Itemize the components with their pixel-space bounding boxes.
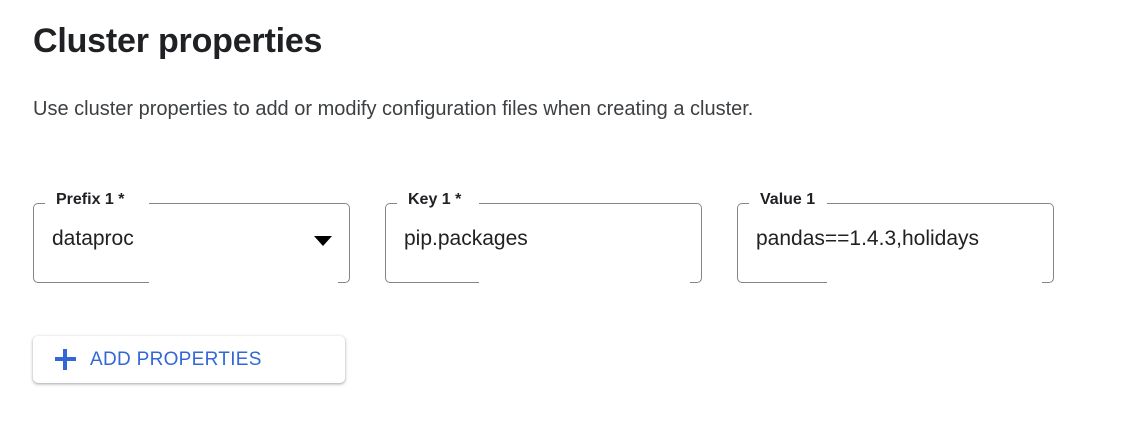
value-field-label: Value 1 — [755, 190, 821, 210]
outline-left-segment — [737, 203, 749, 283]
add-properties-button-label: ADD PROPERTIES — [90, 348, 262, 370]
page-description: Use cluster properties to add or modify … — [33, 98, 754, 120]
value-field-value[interactable]: pandas==1.4.3,holidays — [756, 227, 980, 250]
outline-left-segment — [33, 203, 45, 283]
prefix-field[interactable]: Prefix 1 * dataproc — [33, 190, 350, 283]
key-field[interactable]: Key 1 * pip.packages — [385, 190, 702, 283]
add-properties-button[interactable]: ADD PROPERTIES — [33, 336, 345, 383]
key-field-value[interactable]: pip.packages — [404, 227, 528, 250]
outline-left-segment — [385, 203, 397, 283]
chevron-down-icon[interactable] — [314, 236, 332, 246]
outline-right-segment — [338, 203, 350, 283]
prefix-field-label: Prefix 1 * — [51, 190, 130, 210]
properties-field-row: Prefix 1 * dataproc Key 1 * pip.packages… — [33, 190, 1054, 283]
outline-top-segment — [149, 203, 338, 204]
prefix-field-value[interactable]: dataproc — [52, 227, 134, 250]
outline-top-segment — [827, 203, 1042, 204]
outline-top-segment — [479, 203, 690, 204]
plus-icon — [55, 349, 76, 370]
value-field[interactable]: Value 1 pandas==1.4.3,holidays — [737, 190, 1054, 283]
page-title: Cluster properties — [33, 22, 323, 60]
key-field-label: Key 1 * — [403, 190, 467, 210]
outline-right-segment — [690, 203, 702, 283]
